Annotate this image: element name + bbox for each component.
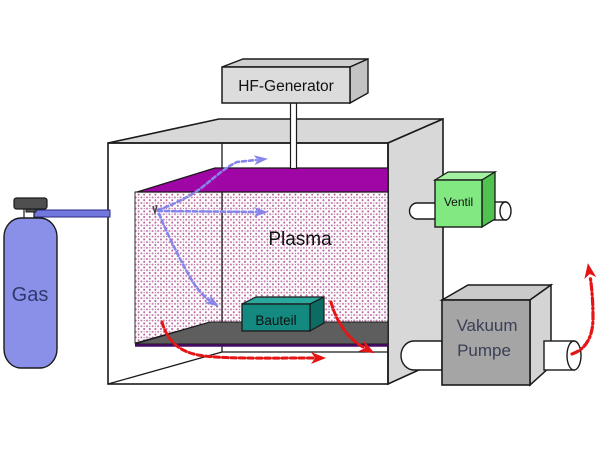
- exhaust-arrow-under-plate: [160, 320, 326, 365]
- pump-label-line2: Pumpe: [457, 341, 511, 360]
- hf-generator-label: HF-Generator: [238, 78, 334, 95]
- pump-inlet-pipe: [400, 340, 443, 371]
- exhaust-arrow-outlet: [570, 263, 597, 356]
- gas-inlet-mark: [152, 204, 158, 216]
- cylinder-valve-knob: [13, 197, 48, 210]
- plasma-label: Plasma: [268, 229, 332, 250]
- component-label: Bauteil: [255, 313, 296, 328]
- component-front-face: [241, 303, 311, 332]
- top-electrode-plate: [136, 167, 389, 193]
- exhaust-arrow-to-pump: [329, 300, 375, 354]
- valve-side-face: [481, 170, 496, 229]
- hf-generator-top-face: [221, 58, 369, 68]
- connector-rod: [289, 102, 298, 170]
- exhaust-flow-arrows: [160, 263, 597, 365]
- valve-label: Ventil: [444, 195, 473, 209]
- gas-tube: [33, 209, 111, 218]
- gas-cylinder-body: [3, 217, 58, 369]
- pump-front-face: [441, 299, 531, 386]
- bottom-electrode-plate: [134, 321, 389, 345]
- chamber-interior-floor-left-edge: [107, 351, 223, 385]
- valve-front-face: [434, 179, 483, 228]
- pump-label-line1: Vakuum: [456, 316, 517, 335]
- valve-inlet-pipe: [408, 202, 438, 220]
- valve-assembly: Ventil: [408, 170, 512, 229]
- hf-generator: HF-Generator: [221, 57, 369, 105]
- gas-flow-arrow-up: [156, 155, 268, 212]
- gas-flow-arrows: [156, 155, 268, 307]
- component-box: Bauteil: [241, 296, 325, 333]
- gas-flow-arrow-down: [157, 212, 219, 307]
- gas-flow-arrow-middle: [156, 206, 268, 217]
- hf-generator-front-face: [221, 66, 351, 104]
- gas-cylinder-assembly: Gas: [3, 197, 111, 369]
- valve-outlet-pipe-cap: [499, 201, 512, 221]
- gas-label: Gas: [12, 284, 49, 306]
- pump-outlet-pipe-cap: [566, 340, 582, 371]
- vacuum-pump-assembly: Vakuum Pumpe: [400, 283, 582, 387]
